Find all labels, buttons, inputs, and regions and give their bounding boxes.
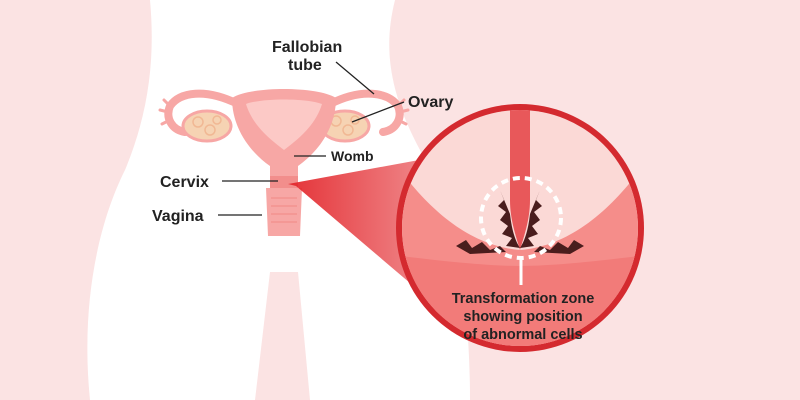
leader-lines xyxy=(218,61,405,216)
ovary-leader xyxy=(351,101,405,123)
ovary-follicles xyxy=(192,115,360,136)
label-zone-line1: Transformation zone xyxy=(452,291,595,307)
magnification-cone xyxy=(288,158,430,300)
label-ovary: Ovary xyxy=(408,94,453,111)
left-fimbriae xyxy=(158,98,172,126)
label-womb: Womb xyxy=(331,148,374,164)
label-fallopian-line1: Fallobian xyxy=(272,39,342,56)
fallopian-leader xyxy=(335,61,375,95)
label-zone-line3: of abnormal cells xyxy=(463,327,582,343)
vagina-shape xyxy=(266,188,302,236)
cervix-shape xyxy=(270,176,298,188)
label-fallopian-line2: tube xyxy=(288,57,322,74)
label-vagina: Vagina xyxy=(152,208,204,225)
label-cervix: Cervix xyxy=(160,174,209,191)
vaginal-rugae xyxy=(271,197,297,223)
abnormal-cells xyxy=(456,190,584,254)
cervical-canal xyxy=(510,110,530,250)
label-zone-line2: showing position xyxy=(463,309,582,325)
uterine-cavity xyxy=(246,99,322,150)
